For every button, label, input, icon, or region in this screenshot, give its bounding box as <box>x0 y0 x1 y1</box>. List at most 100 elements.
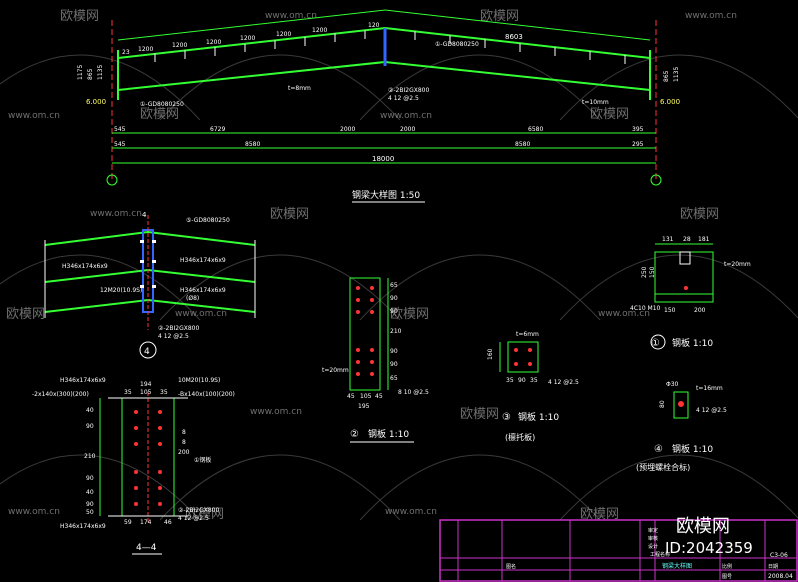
truss-left-height: 1175 <box>77 65 84 80</box>
title-cell: 图号 <box>722 574 732 580</box>
plate2-right-dim: 90 <box>390 348 398 355</box>
truss-title: 钢梁大样图 1:50 <box>352 189 420 201</box>
truss-dim-row2: 295 <box>632 141 644 148</box>
plate3-left-dim: 160 <box>487 348 494 360</box>
section44-top-dim: 35 <box>160 389 168 396</box>
plate2-title: 钢板 1:10 <box>368 428 409 440</box>
truss-note: ①-GD8080250 <box>140 101 184 108</box>
truss-top-dim: 23 <box>122 49 130 56</box>
truss-right-height: 865 <box>663 70 670 82</box>
watermark-brand: 欧模网 <box>60 9 99 24</box>
plate2-note: t=20mm <box>322 367 349 374</box>
truss-top-dim: 8603 <box>505 33 523 41</box>
title-cell: 审核 <box>648 535 658 542</box>
title-cell: 图名 <box>506 563 516 570</box>
truss-top-dim: 1200 <box>138 46 153 53</box>
detail4-bottom-note: ②-2BI2GX800 <box>158 325 199 332</box>
watermark-site: www.om.cn <box>598 309 650 319</box>
truss-dim-row2: 8580 <box>515 141 530 148</box>
watermark-brand: 欧模网 <box>185 507 224 522</box>
title-cell: 日期 <box>768 564 778 570</box>
watermark-site: www.om.cn <box>90 209 142 219</box>
section44-bottom-dim: 59 <box>124 519 132 526</box>
plate1-top-dim: 131 <box>662 236 674 243</box>
plate3-note: t=6mm <box>516 331 539 338</box>
section44-left-dim: 210 <box>84 453 96 460</box>
plate4-bolt-note: 4 12 @2.5 <box>696 407 727 414</box>
section44-right-note: ①钢板 <box>194 456 211 464</box>
watermark-site: www.om.cn <box>380 111 432 121</box>
truss-elevation: 23 1200 1200 1200 1200 1200 1200 120 860… <box>77 9 680 203</box>
watermark-brand: 欧模网 <box>270 207 309 222</box>
truss-top-dim: 1200 <box>276 31 291 38</box>
truss-top-dim: 1200 <box>172 42 187 49</box>
title-brand: 欧模网 <box>676 516 730 537</box>
plate2-number: ② <box>350 429 359 440</box>
section44-top-label: 10M20(10.9S) <box>178 377 220 384</box>
title-cell: 工程名称 <box>650 551 670 558</box>
plate-4: Φ30 80 t=16mm 4 12 @2.5 ④ 钢板 1:10 (预埋螺栓合… <box>636 381 727 472</box>
plate1-left-dim: 250 <box>641 266 648 278</box>
plate1-top-dim: 28 <box>683 236 691 243</box>
section44-left-dim: 90 <box>86 501 94 508</box>
watermark-brand: 欧模网 <box>590 107 629 122</box>
title-cell: 设计 <box>648 543 658 550</box>
plate4-left-dim: 80 <box>659 400 666 408</box>
plate4-top-dim: Φ30 <box>666 381 679 388</box>
truss-top-dim: 1200 <box>206 39 221 46</box>
plate3-bottom-dim: 35 <box>506 377 514 384</box>
watermark-arcs <box>0 54 798 521</box>
plate2-bottom-dim: 45 <box>347 393 355 400</box>
truss-dim-row1: 2000 <box>340 126 355 133</box>
truss-dim-row2: 545 <box>114 141 126 148</box>
plate1-number: ① <box>651 338 660 349</box>
section44-bottom-dim: 174 <box>140 519 152 526</box>
detail4-mid-note: 12M20(10.9S) <box>100 287 142 294</box>
watermark-site: www.om.cn <box>385 507 437 517</box>
plate2-right-dim: 65 <box>390 282 398 289</box>
truss-dim-row2: 8580 <box>245 141 260 148</box>
truss-left-height: 1135 <box>97 65 104 80</box>
title-sheet: C3-06 <box>770 552 788 559</box>
truss-note: t=10mm <box>582 99 609 106</box>
section44-top-label: -Bx140x(100)(200) <box>178 391 235 398</box>
truss-note: 4 12 @2.5 <box>388 95 419 102</box>
truss-top-dim: 120 <box>368 22 380 29</box>
section-4-4: H346x174x6x9 -2x140x(300)(200) 10M20(10.… <box>32 377 235 555</box>
section44-top-dim: 194 <box>140 381 152 388</box>
truss-note: t=8mm <box>288 85 311 92</box>
detail4-bolt-note: 4 12 @2.5 <box>158 333 189 340</box>
plate2-right-dim: 90 <box>390 361 398 368</box>
watermark-brand: 欧模网 <box>580 507 619 522</box>
detail4-bubble: 4 <box>144 347 150 357</box>
section44-left-dim: 40 <box>86 489 94 496</box>
plate2-total: 195 <box>358 403 370 410</box>
plate1-bottom-dim: 200 <box>694 307 706 314</box>
detail4-top-note: ⑤-GD8080250 <box>186 217 230 224</box>
plate2-bolt-note: 8 10 @2.5 <box>398 389 429 396</box>
truss-dim-row1: 6729 <box>210 126 225 133</box>
watermark-site: www.om.cn <box>250 407 302 417</box>
truss-left-height: 865 <box>87 68 94 80</box>
detail-4: 4 ⑤-GD8080250 12M20(10.9S) H346x174x6x9 … <box>44 211 256 359</box>
truss-dim-row1: 2000 <box>400 126 415 133</box>
detail4-section-label: (Ø8) <box>186 295 199 302</box>
plate-2: 65 90 90 210 90 90 65 t=20mm 45 105 45 1… <box>322 277 429 443</box>
plate1-left-dim: 150 <box>649 266 656 278</box>
truss-dim-total: 18000 <box>372 155 394 163</box>
section44-top-label: H346x174x6x9 <box>60 377 106 384</box>
title-drawing-name: 钢梁大样图 <box>662 562 692 570</box>
plate3-subtitle: (檩托板) <box>505 432 535 442</box>
detail4-label: 4 <box>142 211 147 219</box>
title-cell: 审定 <box>648 527 658 534</box>
plate4-title: 钢板 1:10 <box>672 443 713 455</box>
section44-bottom-dim: 46 <box>164 519 172 526</box>
plate1-top-dim: 181 <box>698 236 710 243</box>
truss-dim-row1: 395 <box>632 126 644 133</box>
detail4-section-label: H346x174x6x9 <box>180 257 226 264</box>
plate4-number: ④ <box>654 444 663 455</box>
section44-title: 4—4 <box>136 543 157 553</box>
plate3-number: ③ <box>502 412 511 423</box>
section44-right-note: 200 <box>178 449 190 456</box>
